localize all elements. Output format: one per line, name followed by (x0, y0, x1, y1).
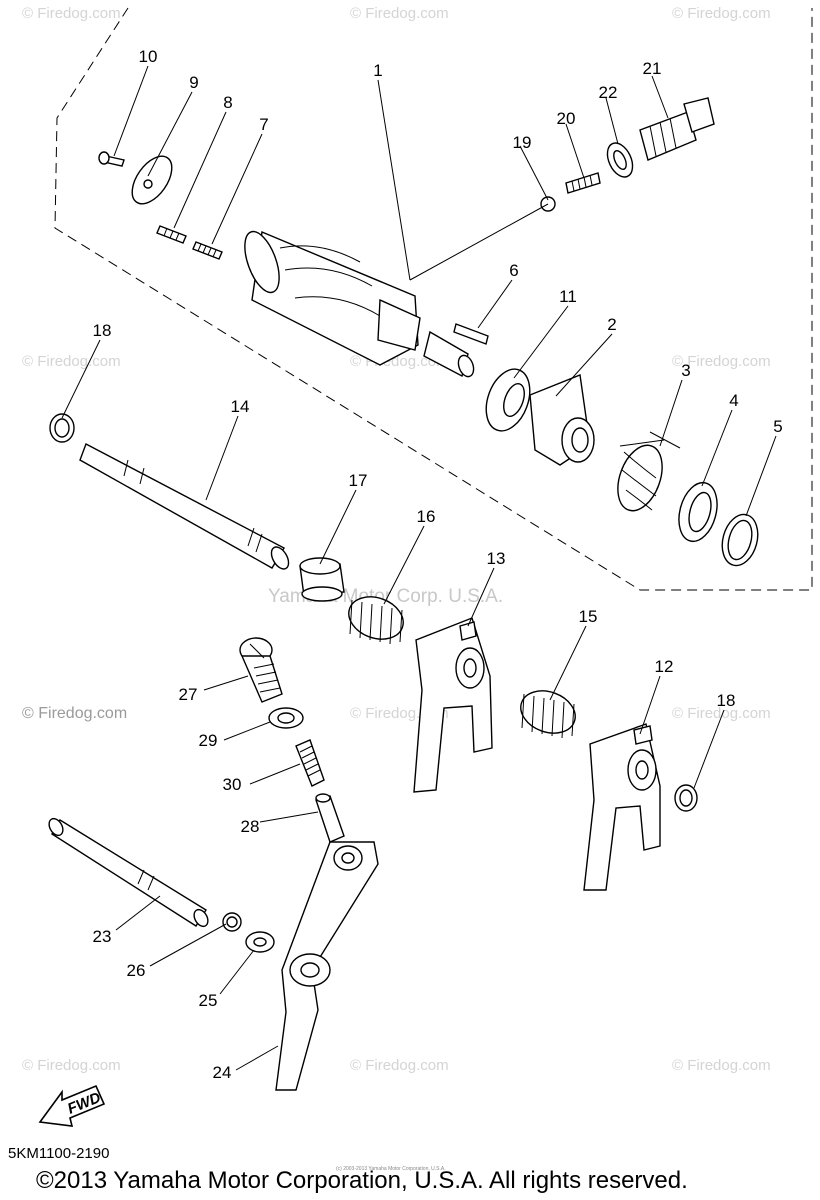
watermark: © Firedog.com (672, 353, 771, 370)
shift-fork-24 (275, 841, 379, 1091)
callout-28: 28 (241, 817, 260, 836)
assembly-boundary (54, 7, 813, 591)
leader-lines (61, 65, 777, 1071)
circlip-26 (222, 912, 242, 932)
circlip-18-right (674, 784, 698, 812)
callout-3: 3 (681, 361, 690, 380)
plug-21 (639, 97, 715, 161)
spring-3 (617, 431, 681, 512)
callout-12: 12 (655, 657, 674, 676)
spring-16 (348, 596, 404, 645)
callout-20: 20 (557, 109, 576, 128)
callout-22: 22 (599, 83, 618, 102)
watermark: © Firedog.com (22, 705, 127, 722)
callout-17: 17 (349, 471, 368, 490)
shaft-14 (79, 443, 290, 570)
circlip-5 (721, 513, 759, 567)
tiny-watermark: (c) 2003-2013 Yamaha Motor Corporation, … (336, 1166, 446, 1172)
fwd-arrow-icon: FWD (38, 1084, 106, 1127)
callout-26: 26 (127, 961, 146, 980)
callout-2: 2 (607, 315, 616, 334)
callout-7: 7 (259, 115, 268, 134)
callout-21: 21 (643, 59, 662, 78)
callout-27: 27 (179, 685, 198, 704)
callout-5: 5 (773, 417, 782, 436)
washer-29 (268, 707, 304, 729)
callout-9: 9 (189, 73, 198, 92)
washer-22 (606, 142, 634, 178)
watermark: © Firedog.com (22, 5, 121, 22)
callout-6: 6 (509, 261, 518, 280)
watermark: © Firedog.com (22, 1057, 121, 1074)
watermark: © Firedog.com (350, 1057, 449, 1074)
bolt-27 (239, 637, 283, 703)
callout-13: 13 (487, 549, 506, 568)
callout-4: 4 (729, 391, 738, 410)
callout-30: 30 (223, 775, 242, 794)
washer-4 (678, 481, 718, 543)
watermarks: © Firedog.com © Firedog.com © Firedog.co… (22, 5, 771, 1074)
callout-8: 8 (223, 93, 232, 112)
segment-plate-9 (131, 155, 173, 205)
pin-6 (453, 323, 489, 345)
callout-11: 11 (559, 287, 577, 306)
callout-16: 16 (417, 507, 436, 526)
callout-18-right: 18 (717, 691, 736, 710)
shift-fork-12 (583, 723, 661, 891)
lever-2 (529, 374, 595, 466)
washer-25 (245, 931, 275, 953)
circlip-18-left (49, 413, 75, 443)
callout-24: 24 (213, 1063, 232, 1082)
callout-25: 25 (199, 991, 218, 1010)
callout-18-left: 18 (93, 321, 112, 340)
callout-29: 29 (199, 731, 218, 750)
shift-drum (244, 230, 475, 378)
callout-14: 14 (231, 397, 250, 416)
spring-20 (565, 172, 601, 194)
shaft-23 (48, 817, 209, 928)
spring-30 (295, 739, 325, 787)
callout-15: 15 (579, 607, 598, 626)
collar-17 (299, 557, 345, 602)
shift-fork-13 (413, 617, 493, 793)
callout-19: 19 (513, 133, 532, 152)
plate-11 (485, 368, 531, 432)
copyright: ©2013 Yamaha Motor Corporation, U.S.A. A… (36, 1167, 688, 1194)
callout-10: 10 (139, 47, 158, 66)
pin-28 (315, 793, 345, 843)
screw-10 (98, 151, 125, 167)
fwd-label: FWD (65, 1089, 103, 1118)
spring-7 (192, 241, 223, 260)
callouts: 1 2 3 4 5 6 7 8 9 10 11 12 13 14 15 16 1… (93, 47, 783, 1082)
callout-1: 1 (373, 61, 382, 80)
callout-23: 23 (93, 927, 112, 946)
diagram-code: 5KM1100-2190 (8, 1145, 109, 1162)
watermark: © Firedog.com (350, 5, 449, 22)
spring-15 (520, 690, 576, 739)
watermark: © Firedog.com (22, 353, 121, 370)
watermark: © Firedog.com (672, 1057, 771, 1074)
watermark: © Firedog.com (672, 5, 771, 22)
pin-8 (156, 225, 187, 244)
watermark: © Firedog.com (672, 705, 771, 722)
